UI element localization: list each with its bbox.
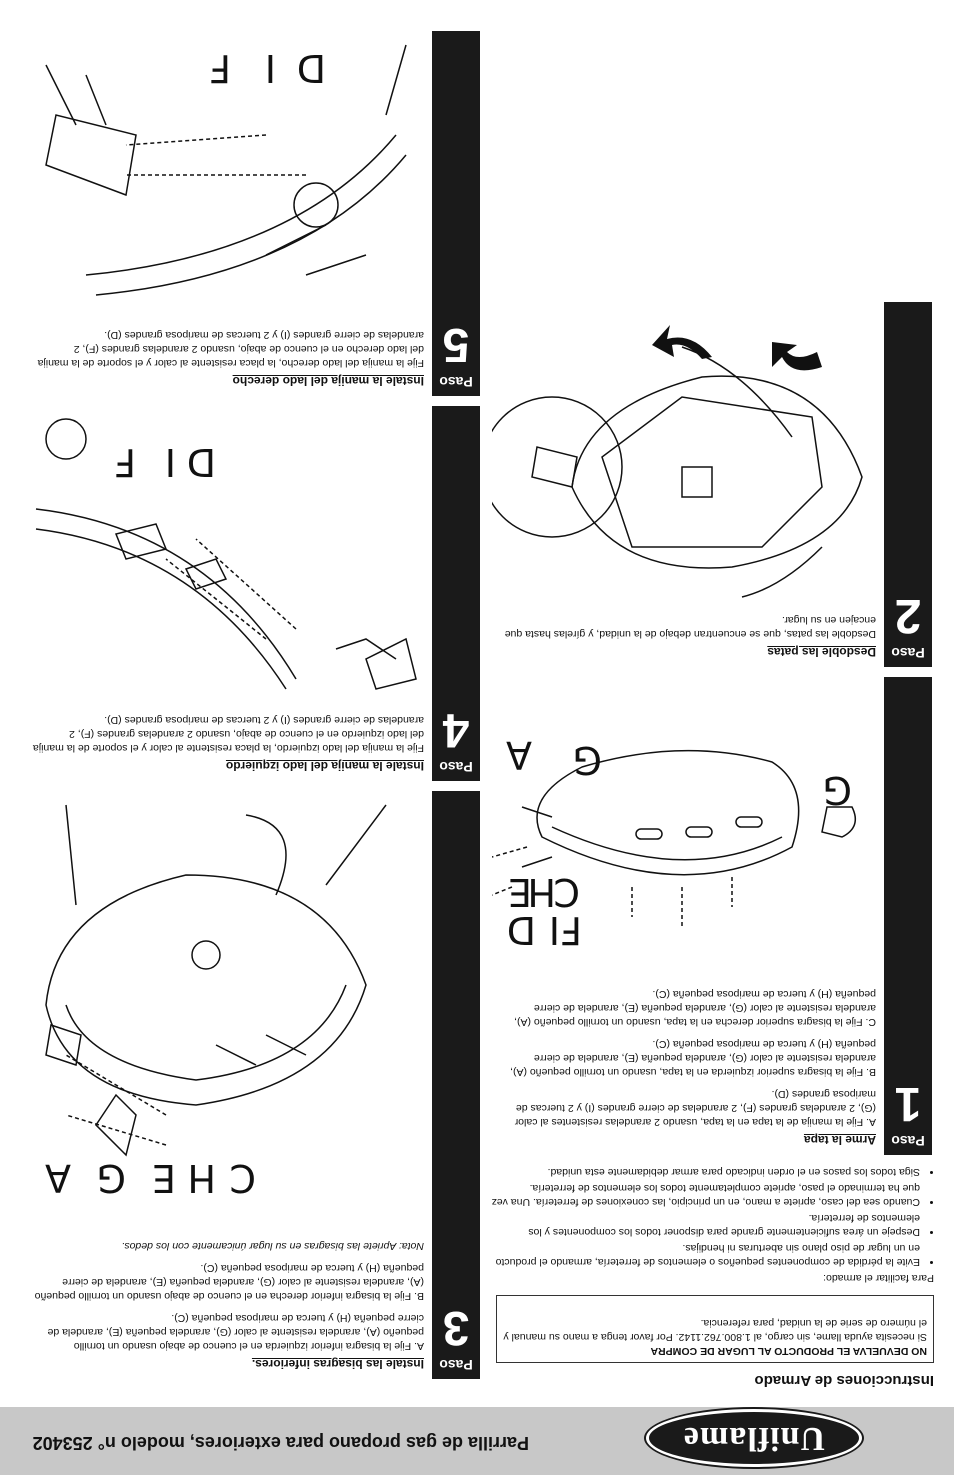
callout-c: C <box>553 870 580 914</box>
step2-number: 2 <box>894 589 922 642</box>
step5-callouts: D I F <box>209 46 326 90</box>
step1-text: A. Fije la manija de la tapa en la tapa,… <box>498 979 876 1129</box>
step5-text: Fije la manija del lado derecho, la plac… <box>37 329 424 369</box>
step1-paso-label: Paso <box>891 1133 925 1149</box>
step2-title: Desdoble las patas <box>767 645 876 659</box>
step3-bar: Paso 3 <box>432 791 480 1379</box>
step4-diagram: D I F <box>35 418 417 690</box>
tip-item: Despeje un área suficientemente grande p… <box>490 1211 920 1239</box>
step5-bar: Paso 5 <box>432 31 480 396</box>
callout-i: I <box>165 440 176 484</box>
callout-f: F <box>560 908 582 952</box>
callout-h: H <box>527 870 556 914</box>
callout-h: H <box>187 1156 216 1200</box>
notice-heading: NO DEVUELVA EL PRODUCTO AL LUGAR DE COMP… <box>650 1345 927 1357</box>
step3-text: A. Fije la bisagra inferior izquierda en… <box>32 1231 424 1353</box>
step4-callouts: D I F <box>114 440 216 484</box>
header-bar: Uniflame Parrilla de gas propano para ex… <box>0 1407 954 1475</box>
step2-text: Desdoble las patas, que se encuentran de… <box>504 614 876 640</box>
callout-f: F <box>209 46 231 90</box>
step3-paso-label: Paso <box>439 1357 473 1373</box>
step1-c: C. Fije la bisagra superior derecha en l… <box>514 988 876 1028</box>
step1-diagram: F I D C H E G A G <box>492 733 857 952</box>
step2-diagram <box>492 325 863 598</box>
step2-paso-label: Paso <box>891 645 925 661</box>
step3-callouts: C H E G A <box>45 1156 256 1200</box>
callout-e: E <box>508 870 532 914</box>
callout-g: G <box>97 1156 126 1200</box>
step4-bar: Paso 4 <box>432 406 480 781</box>
step1-callouts: F I D C H E G A G <box>506 733 852 952</box>
callout-a: A <box>45 1156 71 1200</box>
callout-d: D <box>187 440 216 484</box>
callout-i: I <box>265 46 276 90</box>
step1-b: B. Fije la bisagra superior izquierda en… <box>510 1038 876 1078</box>
tip-item: Cuando sea del caso, apriete a mano, en … <box>490 1181 920 1209</box>
callout-d: D <box>507 908 536 952</box>
instructions-title: Instrucciones de Armado <box>754 1372 935 1389</box>
callout-c: C <box>229 1156 256 1200</box>
step5-number: 5 <box>442 318 470 371</box>
callout-g: G <box>573 738 602 782</box>
step4-paso-label: Paso <box>439 759 473 775</box>
callout-a: A <box>506 733 532 777</box>
step2-bar: Paso 2 <box>884 302 932 667</box>
step3-a: A. Fije la bisagra inferior izquierda en… <box>47 1312 424 1352</box>
document-title: Parrilla de gas propano para exteriores,… <box>32 1433 529 1453</box>
step3-title: Instale las bisagras inferiores. <box>251 1357 424 1371</box>
brand-logo: Uniflame <box>646 1409 862 1467</box>
notice-body: Si necesita ayuda llame, sin cargo, al 1… <box>503 1317 927 1343</box>
step3-note: Nota: Apriete las bisagras en su lugar ú… <box>121 1240 424 1252</box>
step5-paso-label: Paso <box>439 374 473 390</box>
notice-box: NO DEVUELVA EL PRODUCTO AL LUGAR DE COMP… <box>496 1295 934 1363</box>
step1-bar: Paso 1 <box>884 677 932 1155</box>
step4-title: Instale la manija del lado izquierdo <box>225 759 424 773</box>
callout-f: F <box>114 440 136 484</box>
step4-number: 4 <box>442 703 470 756</box>
step3-number: 3 <box>442 1301 470 1354</box>
tip-item: Evite la pérdida de componentes pequeños… <box>490 1241 920 1269</box>
tips-list: Evite la pérdida de componentes pequeños… <box>490 1163 934 1269</box>
intro-text: Para facilitar el armado: <box>823 1272 934 1284</box>
step5-title: Instale la manija del lado derecho <box>232 374 424 388</box>
callout-g2: G <box>823 768 852 812</box>
callout-d: D <box>297 46 326 90</box>
step1-a: A. Fije la manija de la tapa en la tapa,… <box>514 1088 876 1128</box>
callout-e: E <box>152 1156 176 1200</box>
step1-number: 1 <box>894 1077 922 1130</box>
step3-diagram: C H E G A <box>45 804 387 1200</box>
step4-text: Fije la manija del lado izquierdo, la pl… <box>32 714 424 754</box>
callout-i: I <box>549 908 560 952</box>
step1-title: Arme la tapa <box>803 1133 876 1147</box>
step3-b: B. Fije la bisagra inferior derecha en e… <box>34 1262 424 1302</box>
tip-item: Siga todos los pasos en el orden indicad… <box>490 1165 920 1179</box>
step5-diagram: D I F <box>45 44 407 296</box>
